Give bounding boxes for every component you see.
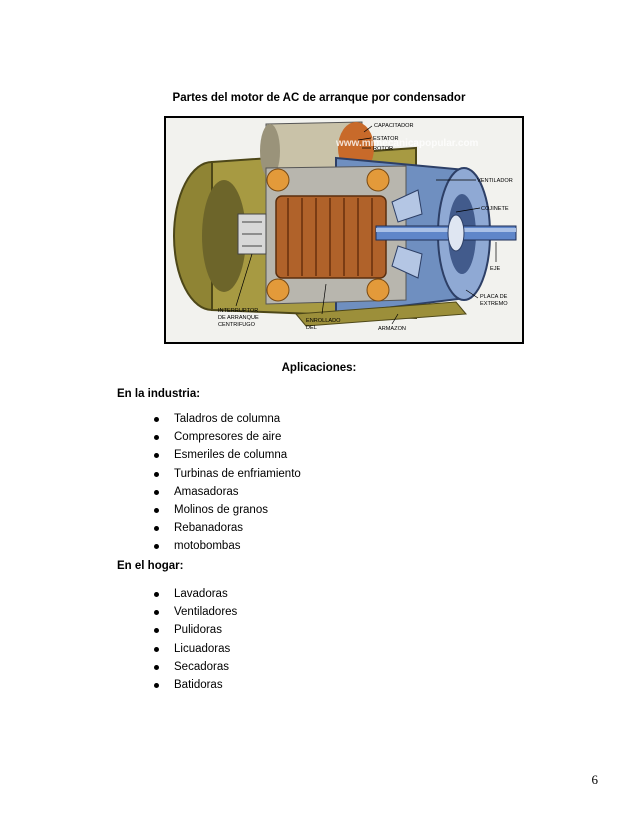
list-item: Secadoras: [154, 658, 237, 676]
list-item-text: Licuadoras: [174, 642, 231, 655]
list-item-text: Compresores de aire: [174, 431, 282, 444]
bullet-icon: [154, 507, 159, 513]
list-item-text: Taladros de columna: [174, 413, 281, 425]
label-capacitor: CAPACITADOR: [374, 123, 414, 129]
home-list: Lavadoras Ventiladores Pulidoras Licuado…: [154, 585, 237, 694]
list-item-text: Secadoras: [174, 660, 229, 673]
label-frame: ARMAZON: [378, 326, 406, 332]
list-item: Ventiladores: [154, 603, 237, 621]
list-item-text: Batidoras: [174, 678, 223, 691]
industry-list: Taladros de columna Compresores de aire …: [154, 410, 301, 556]
label-rotor: ROTOR: [373, 146, 393, 152]
bullet-icon: [154, 664, 159, 670]
industry-heading: En la industria:: [117, 388, 201, 400]
watermark-text: www.mimecanicapopular.com: [335, 138, 479, 149]
label-switch-1: INTERRUPTOR: [218, 308, 258, 314]
bullet-icon: [154, 471, 159, 477]
page-number: 6: [591, 772, 599, 787]
list-item: Batidoras: [154, 676, 237, 694]
figure-title: Partes del motor de AC de arranque por c…: [172, 92, 466, 104]
label-winding-1: ENROLLADO: [306, 318, 341, 324]
list-item-text: Ventiladores: [174, 606, 238, 619]
label-switch-2: DE ARRANQUE: [218, 315, 259, 321]
list-item: Lavadoras: [154, 585, 237, 603]
list-item: Esmeriles de columna: [154, 446, 301, 464]
list-item-text: Pulidoras: [174, 624, 222, 637]
label-fan: VENTILADOR: [477, 178, 513, 184]
bullet-icon: [154, 489, 159, 495]
list-item-text: Rebanadoras: [174, 522, 244, 535]
bullet-icon: [154, 435, 159, 441]
bullet-icon: [154, 526, 159, 532]
list-item-text: Lavadoras: [174, 588, 228, 600]
label-winding-2: DEL: [306, 325, 317, 331]
list-item: Pulidoras: [154, 621, 237, 639]
list-item: Amasadoras: [154, 483, 301, 501]
bullet-icon: [154, 646, 159, 652]
list-item: Turbinas de enfriamiento: [154, 465, 301, 483]
list-item-text: Turbinas de enfriamiento: [174, 467, 301, 480]
bullet-icon: [154, 682, 159, 688]
list-item: motobombas: [154, 537, 301, 555]
bullet-icon: [154, 544, 159, 550]
motor-cutaway-illustration: www.mimecanicapopular.com CAPACITADOR ES…: [164, 116, 524, 344]
list-item-text: Molinos de granos: [174, 503, 268, 516]
applications-title: Aplicaciones:: [281, 362, 357, 374]
bullet-icon: [154, 592, 159, 597]
label-switch-3: CENTRIFUGO: [218, 322, 256, 328]
list-item-text: motobombas: [174, 540, 241, 553]
list-item-text: Amasadoras: [174, 485, 239, 498]
list-item-text: Esmeriles de columna: [174, 449, 288, 462]
label-end-plate-2: EXTREMO: [480, 301, 508, 307]
bullet-icon: [154, 453, 159, 459]
home-heading: En el hogar:: [117, 560, 184, 572]
list-item: Taladros de columna: [154, 410, 301, 428]
bullet-icon: [154, 628, 159, 634]
bullet-icon: [154, 417, 159, 422]
bullet-icon: [154, 610, 159, 616]
label-bearing: COJINETE: [481, 206, 509, 212]
label-shaft: EJE: [490, 266, 501, 272]
list-item: Molinos de granos: [154, 501, 301, 519]
label-end-plate-1: PLACA DE: [480, 294, 508, 300]
list-item: Rebanadoras: [154, 519, 301, 537]
list-item: Licuadoras: [154, 640, 237, 658]
list-item: Compresores de aire: [154, 428, 301, 446]
label-stator: ESTATOR: [373, 136, 399, 142]
